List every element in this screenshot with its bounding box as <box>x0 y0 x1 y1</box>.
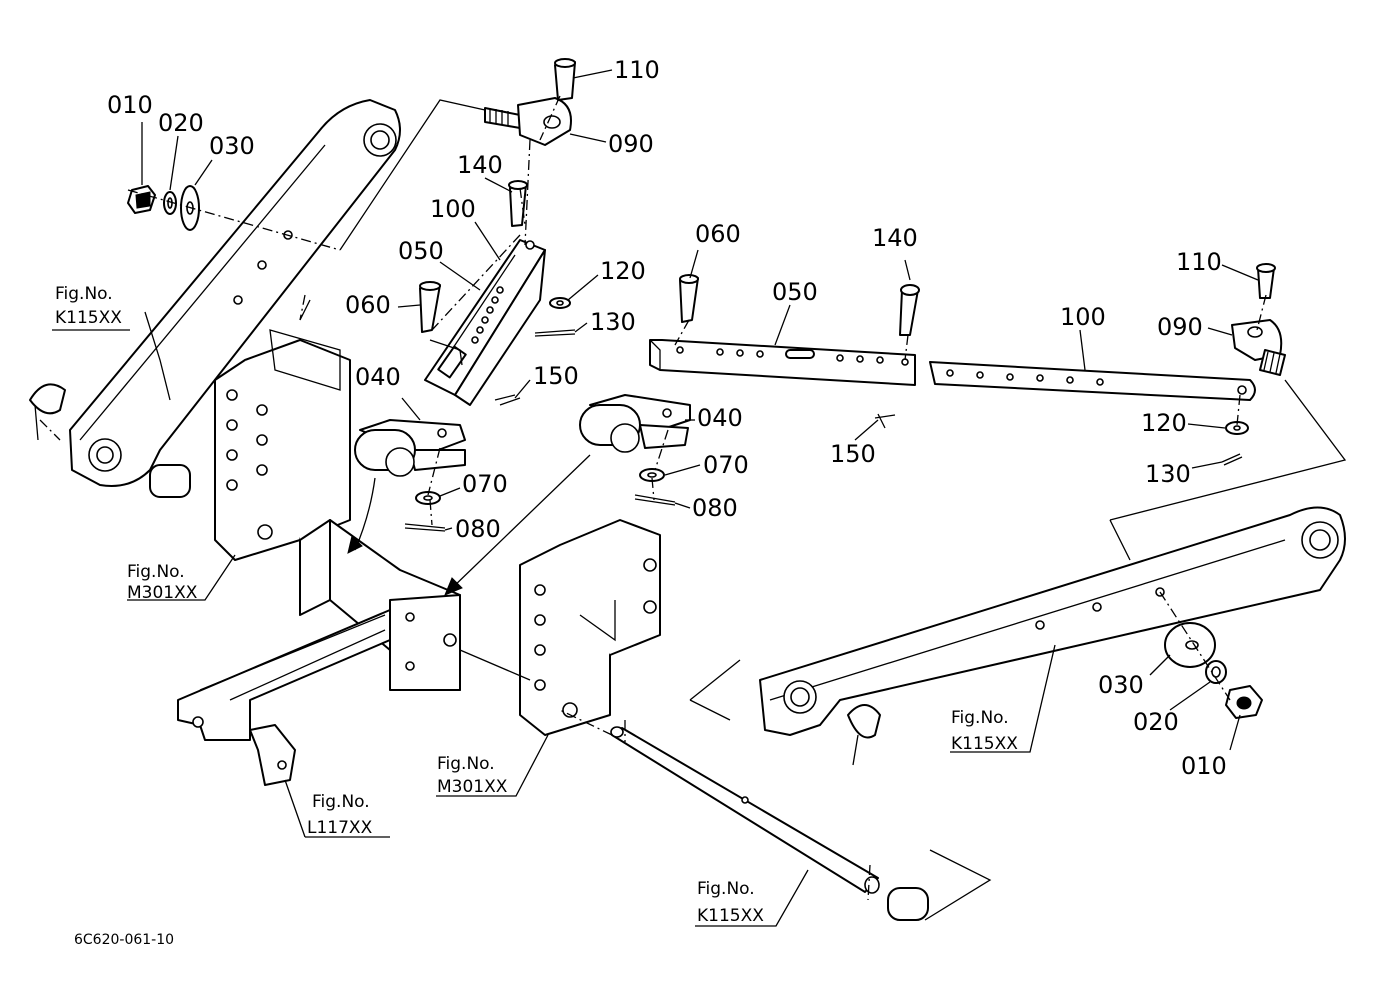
washer-030-right <box>1164 622 1216 668</box>
diagram-code: 6C620-061-10 <box>74 932 174 948</box>
linch-pin-left <box>29 383 66 441</box>
svg-text:K115XX: K115XX <box>951 734 1018 754</box>
clevis-right <box>1231 319 1286 376</box>
label-150-mid: 150 <box>533 362 579 390</box>
fig-ref-l117xx: Fig.No. L117XX <box>307 792 373 838</box>
pin-140-mid <box>508 180 528 227</box>
label-050-mid: 050 <box>398 237 444 265</box>
pin-140-right <box>899 284 920 336</box>
cotter-130-mid <box>534 329 576 337</box>
label-070-right: 070 <box>703 451 749 479</box>
label-060-mid: 060 <box>345 291 391 319</box>
label-120-right: 120 <box>1141 409 1187 437</box>
right-lower-link-arm <box>759 506 1346 736</box>
svg-text:L117XX: L117XX <box>307 818 373 838</box>
svg-text:Fig.No.: Fig.No. <box>437 754 495 774</box>
label-060-right: 060 <box>695 220 741 248</box>
centerlines <box>39 95 1267 901</box>
label-030-right: 030 <box>1098 671 1144 699</box>
svg-text:Fig.No.: Fig.No. <box>312 792 370 812</box>
label-010-left: 010 <box>107 91 153 119</box>
washer-070-left <box>415 491 441 505</box>
fig-ref-m301xx-center: Fig.No. M301XX <box>437 754 508 797</box>
label-140-right: 140 <box>872 224 918 252</box>
label-090-right: 090 <box>1157 313 1203 341</box>
svg-text:Fig.No.: Fig.No. <box>951 708 1009 728</box>
svg-text:Fig.No.: Fig.No. <box>55 284 113 304</box>
left-bracket-plate <box>214 299 351 561</box>
washer-070-right <box>639 468 665 482</box>
leader-lines <box>52 69 1259 927</box>
label-130-right: 130 <box>1145 460 1191 488</box>
label-090-top: 090 <box>608 130 654 158</box>
part-number-labels: 110 090 010 020 030 140 100 050 120 060 … <box>107 56 1227 780</box>
label-120-mid: 120 <box>600 257 646 285</box>
label-020-left: 020 <box>158 109 204 137</box>
svg-text:M301XX: M301XX <box>437 777 508 797</box>
left-lower-link-arm <box>69 99 401 498</box>
svg-text:Fig.No.: Fig.No. <box>127 562 185 582</box>
pin-080-left <box>404 523 446 532</box>
left-turnbuckle-assembly <box>424 239 546 406</box>
drawbar-frame <box>177 609 391 786</box>
pin-110-top <box>554 58 576 101</box>
label-110-right: 110 <box>1176 248 1222 276</box>
lower-cross-shaft <box>610 726 929 921</box>
fig-ref-k115xx-bottom: Fig.No. K115XX <box>697 879 764 926</box>
lockwasher-020-right <box>1205 660 1227 684</box>
slot-holes <box>471 286 504 344</box>
nut-010-left <box>127 185 156 214</box>
group-outline-lines <box>339 99 1347 921</box>
clip-150-right <box>874 413 896 429</box>
fig-ref-m301xx-left: Fig.No. M301XX <box>127 562 198 603</box>
pin-080-right <box>634 494 676 506</box>
center-mounting-bracket <box>299 519 461 691</box>
washer-120-mid <box>549 297 571 309</box>
right-bracket-plate <box>519 519 661 736</box>
label-150-right: 150 <box>830 440 876 468</box>
slot-holes-right <box>676 346 909 366</box>
fig-ref-k115xx-top-left: Fig.No. K115XX <box>55 284 122 328</box>
label-100-mid: 100 <box>430 195 476 223</box>
right-turnbuckle-assembly <box>649 339 1256 401</box>
label-020-right: 020 <box>1133 708 1179 736</box>
label-080-left: 080 <box>455 515 501 543</box>
label-080-right: 080 <box>692 494 738 522</box>
fig-ref-k115xx-right: Fig.No. K115XX <box>951 708 1018 754</box>
linch-pin-right <box>847 704 881 766</box>
svg-text:Fig.No.: Fig.No. <box>697 879 755 899</box>
svg-text:M301XX: M301XX <box>127 583 198 603</box>
label-070-left: 070 <box>462 470 508 498</box>
figure-references: Fig.No. K115XX Fig.No. M301XX Fig.No. M3… <box>55 284 1018 926</box>
clevis-top <box>484 97 572 146</box>
label-050-right: 050 <box>772 278 818 306</box>
label-140-mid: 140 <box>457 151 503 179</box>
svg-text:K115XX: K115XX <box>55 308 122 328</box>
assembly-arrows <box>347 454 591 596</box>
bracket-040-left <box>354 419 466 477</box>
label-110-top: 110 <box>614 56 660 84</box>
label-130-mid: 130 <box>590 308 636 336</box>
bracket-040-right <box>579 394 691 453</box>
nut-010-right <box>1225 685 1263 719</box>
label-040-left: 040 <box>355 363 401 391</box>
label-010-right: 010 <box>1181 752 1227 780</box>
pin-110-right <box>1256 263 1276 299</box>
label-040-right: 040 <box>697 404 743 432</box>
label-030-left: 030 <box>209 132 255 160</box>
label-100-right: 100 <box>1060 303 1106 331</box>
svg-text:K115XX: K115XX <box>697 906 764 926</box>
cotter-130-right <box>1221 453 1243 466</box>
clip-150-mid <box>494 394 521 406</box>
pin-060-right <box>679 274 699 323</box>
